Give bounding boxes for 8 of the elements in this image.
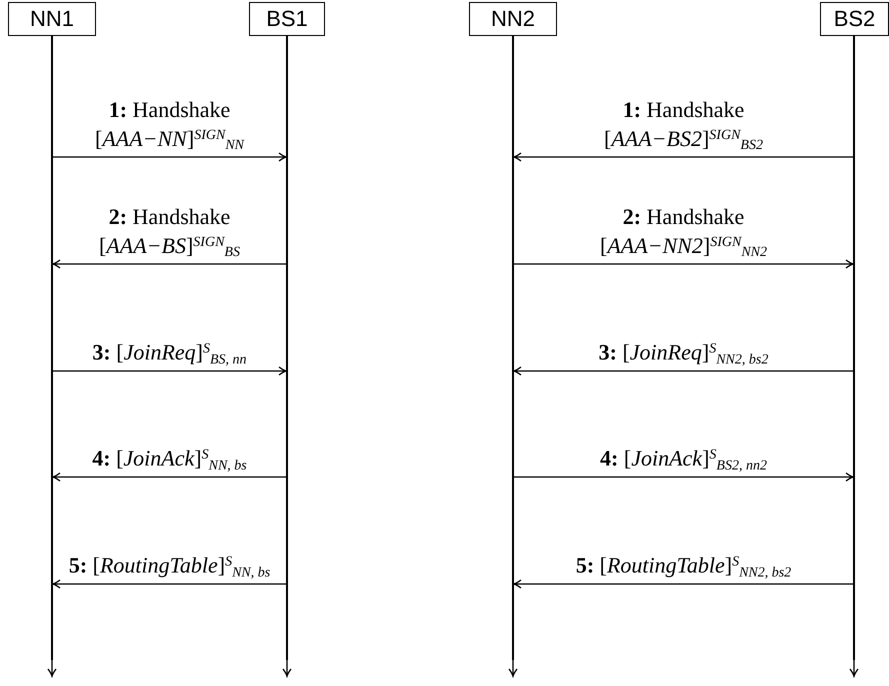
lifeline-header-box: NN2 [469, 2, 557, 36]
lifeline-header-box: BS2 [820, 2, 889, 36]
lifeline [51, 36, 53, 660]
lifeline [853, 36, 855, 660]
lifeline [286, 36, 288, 660]
lifeline-header-box: BS1 [249, 2, 325, 36]
lifeline-header-box: NN1 [8, 2, 96, 36]
lifeline [512, 36, 514, 660]
